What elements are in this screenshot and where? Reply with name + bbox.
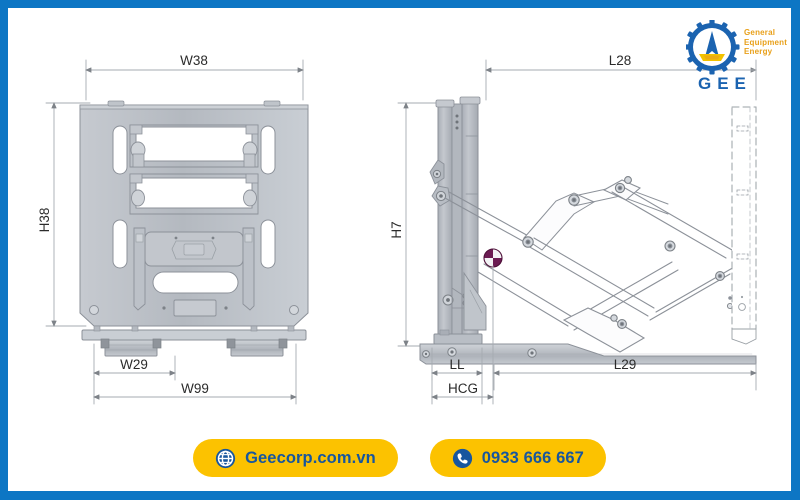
logo-word-equipment: Equipment <box>744 37 788 47</box>
dimension-label-H38: H38 <box>37 208 52 233</box>
fork-foot-left <box>100 338 162 357</box>
frame-border-left <box>0 0 8 500</box>
dimension-label-L29: L29 <box>614 357 637 372</box>
phone-button[interactable]: 0933 666 667 <box>429 439 606 477</box>
phone-icon <box>452 448 472 468</box>
website-button[interactable]: Geecorp.com.vn <box>193 439 398 477</box>
gear-logo-icon <box>684 19 740 75</box>
drawing-canvas: W38 H38 <box>8 8 791 491</box>
dimension-label-H7: H7 <box>389 221 404 238</box>
logo-wordmark-lines: General Equipment Energy <box>744 28 787 57</box>
technical-drawing: W38 H38 <box>37 53 757 405</box>
mast-column <box>429 96 487 345</box>
side-view-group: L28 H7 <box>389 53 757 405</box>
logo-word-general: General <box>744 28 776 37</box>
dimension-label-L28: L28 <box>609 53 632 68</box>
footer-buttons: Geecorp.com.vn 0933 666 667 <box>8 436 791 480</box>
fork-beam <box>419 343 757 365</box>
center-of-gravity-marker <box>483 248 503 268</box>
dimension-label-W38: W38 <box>180 53 208 68</box>
website-button-label: Geecorp.com.vn <box>245 448 376 467</box>
dimension-W38 <box>85 59 304 101</box>
dimension-H38 <box>45 102 91 327</box>
dimension-W99 <box>93 343 297 405</box>
dimension-H7 <box>397 102 441 347</box>
dimension-label-W99: W99 <box>181 381 209 396</box>
frame-border-right <box>791 0 800 500</box>
frame-border-bottom <box>0 491 800 500</box>
dimension-L29 <box>493 363 757 391</box>
fork-foot-right <box>226 338 288 357</box>
dimension-label-LL: LL <box>449 357 465 372</box>
dimension-label-W29: W29 <box>120 357 148 372</box>
gee-logo: General Equipment Energy GEE <box>684 19 791 98</box>
logo-gee-text: GEE <box>698 74 752 93</box>
globe-icon <box>215 448 236 468</box>
logo-word-energy: Energy <box>744 47 773 56</box>
dimension-HCG <box>431 265 494 405</box>
front-view-group: W38 H38 <box>37 53 309 405</box>
carriage-backrest <box>731 106 757 345</box>
frame-border-top <box>0 0 800 8</box>
logo-spire <box>705 31 719 57</box>
dimension-label-HCG: HCG <box>448 381 478 396</box>
phone-button-label: 0933 666 667 <box>481 448 584 467</box>
scissor-linkage <box>444 176 737 353</box>
dimension-W29 <box>93 343 176 381</box>
